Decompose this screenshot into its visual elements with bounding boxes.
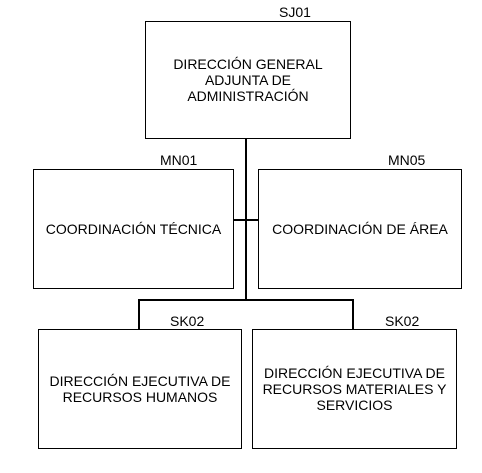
node-code-root: SJ01 <box>279 4 311 20</box>
node-right: COORDINACIÓN DE ÁREA <box>258 169 462 289</box>
staff-connector-left <box>232 219 246 221</box>
node-bottom-left: DIRECCIÓN EJECUTIVA DE RECURSOS HUMANOS <box>38 329 242 449</box>
node-bottom-right: DIRECCIÓN EJECUTIVA DE RECURSOS MATERIAL… <box>252 329 457 449</box>
branch-connector <box>138 299 354 301</box>
node-code-left: MN01 <box>160 152 198 168</box>
staff-connector-right <box>246 219 259 221</box>
node-code-bottom-right: SK02 <box>385 313 420 329</box>
node-root: DIRECCIÓN GENERAL ADJUNTA DE ADMINISTRAC… <box>145 21 351 139</box>
node-code-bottom-left: SK02 <box>170 313 205 329</box>
node-left: COORDINACIÓN TÉCNICA <box>33 169 234 289</box>
node-code-right: MN05 <box>388 152 426 168</box>
drop-connector-left <box>138 299 140 329</box>
drop-connector-right <box>352 299 354 329</box>
